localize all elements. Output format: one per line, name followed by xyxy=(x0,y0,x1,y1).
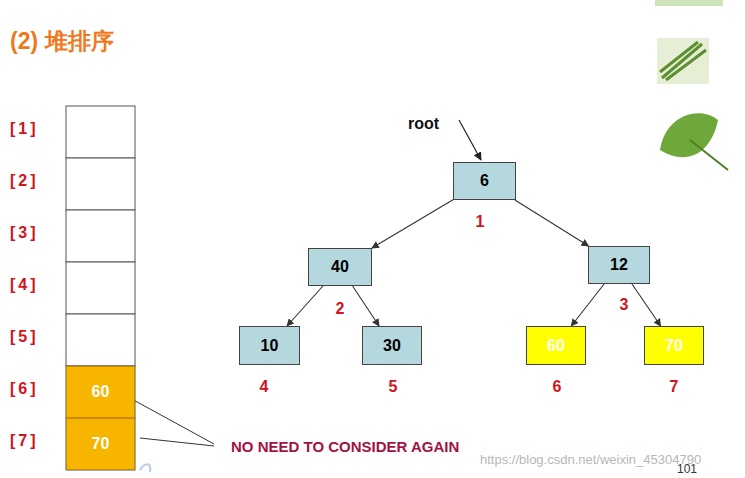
node-value: 10 xyxy=(261,337,279,355)
node-value: 30 xyxy=(383,337,401,355)
array-index: [1] xyxy=(10,120,39,138)
heap-node: 12 xyxy=(588,246,650,284)
node-value: 70 xyxy=(92,435,110,453)
tree-edge xyxy=(632,284,661,326)
leader-line xyxy=(128,397,214,444)
tree-edge xyxy=(287,286,323,326)
watermark: https://blog.csdn.net/weixin_45304790 xyxy=(480,452,701,467)
array-cell xyxy=(66,418,135,470)
slide-title: (2) 堆排序 xyxy=(10,26,114,57)
node-value: 40 xyxy=(331,258,349,276)
leaf-stem xyxy=(690,140,728,170)
array-index: [3] xyxy=(10,224,39,242)
tree-position: 6 xyxy=(553,378,562,396)
node-value: 6 xyxy=(480,172,489,190)
leader-line xyxy=(140,438,214,446)
tree-edge xyxy=(372,200,453,248)
array-cell xyxy=(66,262,135,314)
tree-position: 7 xyxy=(670,378,679,396)
page-number: 101 xyxy=(677,462,697,476)
tree-position: 5 xyxy=(389,378,398,396)
tree-edge xyxy=(571,284,604,326)
tree-position: 1 xyxy=(476,213,485,231)
sorted-heap-node: 60 xyxy=(526,326,586,365)
tree-position: 2 xyxy=(336,300,345,318)
array-index: [6] xyxy=(10,380,39,398)
array-index: [5] xyxy=(10,328,39,346)
array-cell xyxy=(66,210,135,262)
decor-swirl xyxy=(140,464,150,472)
tree-edge xyxy=(515,200,589,246)
array-cell xyxy=(66,366,135,418)
ginkgo-leaf xyxy=(660,113,718,157)
leaf-decoration xyxy=(655,0,728,170)
node-value: 12 xyxy=(610,256,628,274)
sorted-array-cell: 70 xyxy=(66,418,135,470)
node-value: 60 xyxy=(92,383,110,401)
array-cell xyxy=(66,106,135,158)
array-index: [7] xyxy=(10,432,39,450)
array-cell xyxy=(66,158,135,210)
node-value: 70 xyxy=(665,337,683,355)
node-value: 60 xyxy=(547,337,565,355)
heap-node: 6 xyxy=(453,162,516,200)
heap-node: 40 xyxy=(308,248,372,286)
sorted-heap-node: 70 xyxy=(644,326,704,365)
leaf-image xyxy=(655,0,723,6)
heap-node: 10 xyxy=(239,326,300,365)
tree-position: 3 xyxy=(620,296,629,314)
root-pointer xyxy=(459,120,481,160)
array-index: [2] xyxy=(10,172,39,190)
array-cells xyxy=(66,106,135,470)
sorted-array-cell: 60 xyxy=(66,366,135,418)
tree-edge xyxy=(353,286,379,326)
tree-position: 4 xyxy=(260,378,269,396)
grass-blades xyxy=(660,42,706,80)
callout-note: NO NEED TO CONSIDER AGAIN xyxy=(231,438,459,455)
array-cell xyxy=(66,314,135,366)
pointer-label: root xyxy=(408,115,439,133)
heap-node: 30 xyxy=(362,326,422,365)
array-index: [4] xyxy=(10,276,39,294)
leaf-image xyxy=(657,38,709,84)
